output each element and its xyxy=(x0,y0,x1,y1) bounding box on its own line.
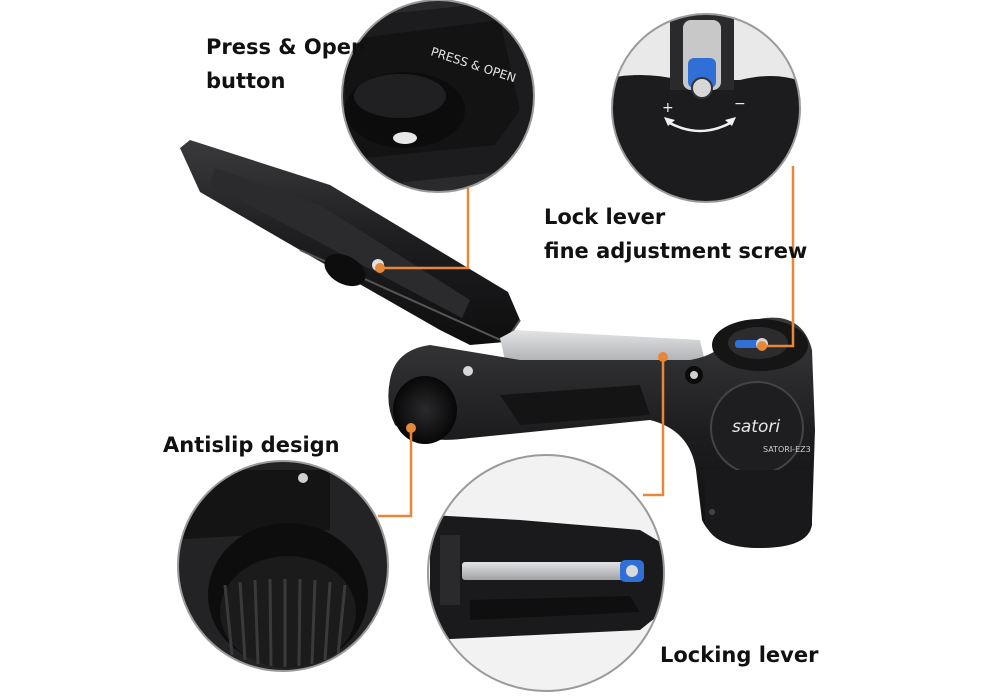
brand-badge-text: satori xyxy=(732,417,780,437)
dial-plus: + xyxy=(662,100,674,116)
detail-circle-press-open: PRESS & OPEN xyxy=(341,0,535,193)
label-press-open-line1: Press & Open xyxy=(206,35,367,59)
callout-dots xyxy=(375,263,767,433)
detail-circle-antislip xyxy=(177,460,389,672)
label-locking-lever: Locking lever xyxy=(660,643,819,667)
dial-minus: − xyxy=(734,96,746,112)
callout-lines xyxy=(378,166,795,518)
model-badge-text: SATORI-EZ3 xyxy=(763,445,811,454)
label-lock-lever: Lock lever fine adjustment screw xyxy=(544,200,807,268)
label-lock-lever-line2: fine adjustment screw xyxy=(544,239,808,263)
label-press-open-line2: button xyxy=(206,69,286,93)
label-press-open-button: Press & Open button xyxy=(206,30,366,98)
label-antislip-design: Antislip design xyxy=(163,433,340,457)
label-lock-lever-line1: Lock lever xyxy=(544,205,666,229)
detail-circle-lock-lever: + − xyxy=(611,13,801,203)
detail-circle-locking-lever xyxy=(427,454,665,692)
